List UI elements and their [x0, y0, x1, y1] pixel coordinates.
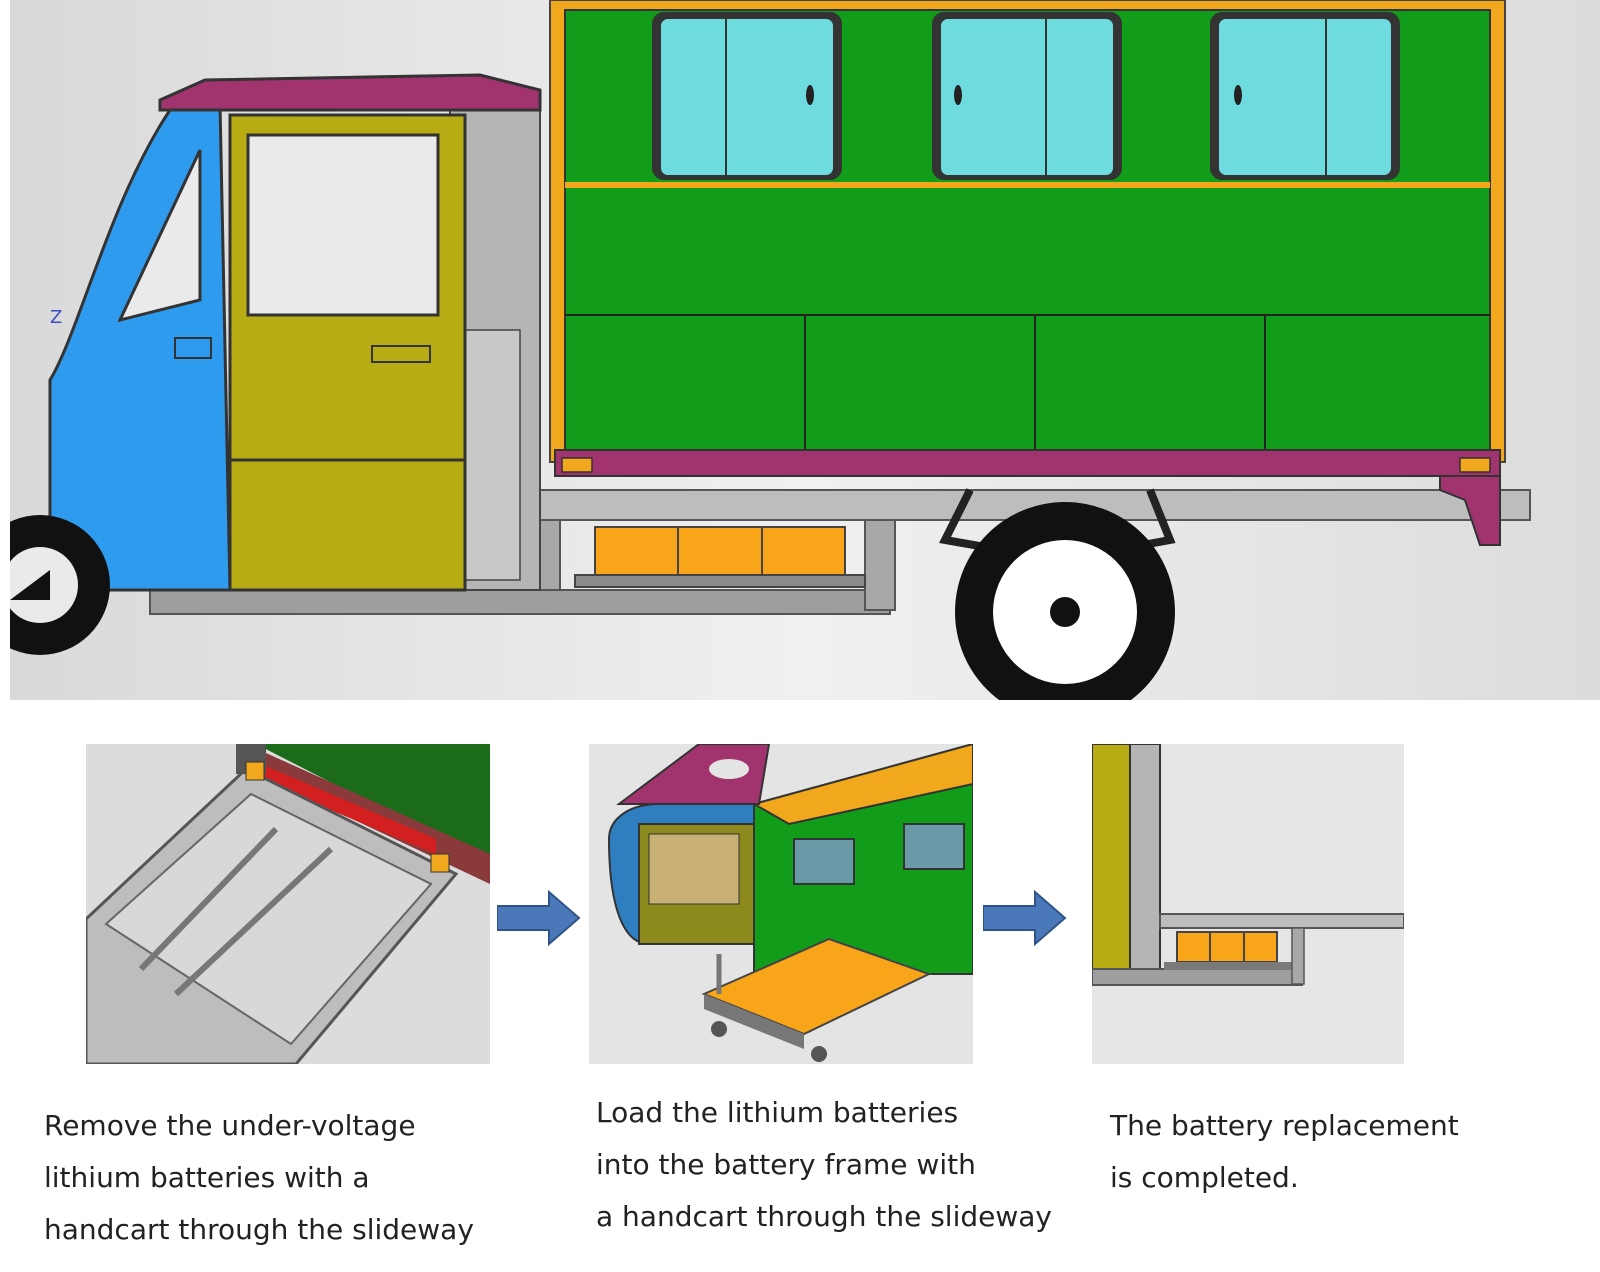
battery-pack — [574, 526, 866, 588]
door-handle — [371, 345, 431, 363]
rear-wheel — [955, 502, 1175, 722]
step-1-image — [86, 744, 490, 1064]
cargo-window-1 — [652, 12, 842, 180]
right-arrow-icon — [982, 889, 1067, 947]
chassis-rail — [149, 589, 891, 615]
right-arrow-icon — [496, 889, 581, 947]
step-1-caption: Remove the under-voltage lithium batteri… — [44, 1109, 474, 1246]
step-3-image — [1092, 744, 1404, 1064]
door-window — [246, 133, 440, 317]
step-3-caption: The battery replacement is completed. — [1110, 1109, 1459, 1194]
cab-roof — [158, 73, 542, 112]
cargo-window-2 — [932, 12, 1122, 180]
cargo-window-3 — [1210, 12, 1400, 180]
cargo-box — [549, 0, 1506, 546]
cab-front-window — [117, 149, 202, 323]
vehicle-side-view: Z — [0, 0, 1600, 722]
axis-label: Z — [50, 307, 62, 328]
step-2-image — [589, 744, 973, 1064]
step-2-caption: Load the lithium batteries into the batt… — [596, 1096, 1052, 1233]
